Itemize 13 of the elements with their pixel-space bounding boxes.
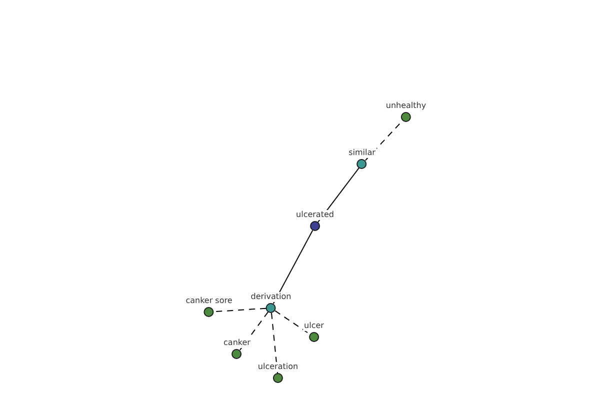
node-label: unhealthy	[384, 101, 428, 111]
connector-line	[271, 312, 278, 374]
node-label: ulceration	[256, 362, 300, 372]
node-label: ulcer	[303, 321, 325, 331]
node-label: similar	[348, 148, 376, 158]
connector-line	[214, 308, 266, 312]
node-label: canker sore	[184, 296, 234, 306]
connector-line	[239, 312, 269, 350]
connector-line	[274, 310, 310, 335]
node-label: derivation	[250, 292, 292, 302]
connector-line	[272, 230, 314, 304]
node-label: ulcerated	[295, 210, 335, 220]
node-label: canker	[222, 338, 252, 348]
